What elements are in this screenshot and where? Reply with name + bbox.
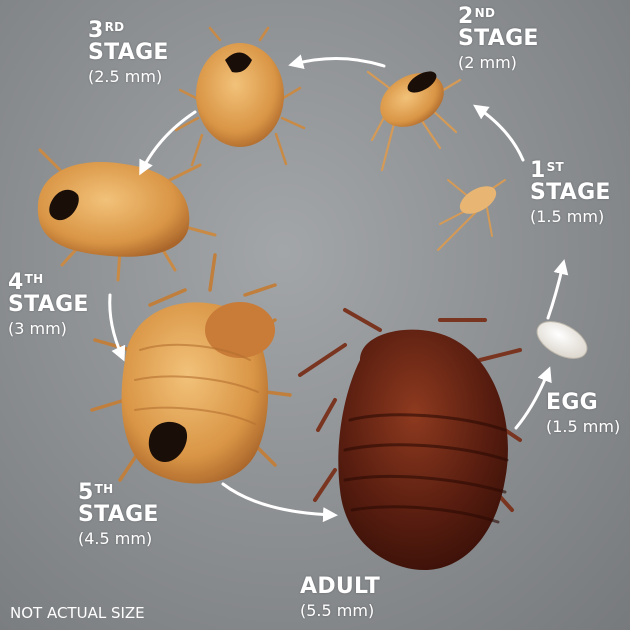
arrow-second-to-third	[294, 58, 384, 66]
fifth-stage-nymph	[92, 255, 290, 484]
adult-bedbug	[300, 310, 520, 570]
arrow-first-to-second	[478, 108, 523, 160]
label-fourth-stage: 4TH STAGE (3 mm)	[8, 272, 89, 337]
fourth-stage-nymph	[38, 150, 215, 280]
third-stage-nymph	[176, 28, 304, 165]
second-stage-nymph	[368, 62, 460, 170]
arrow-third-to-fourth	[142, 112, 195, 170]
scale-note: NOT ACTUAL SIZE	[10, 604, 145, 622]
label-second-stage: 2ND STAGE (2 mm)	[458, 6, 539, 71]
label-first-stage: 1ST STAGE (1.5 mm)	[530, 160, 611, 225]
arrow-adult-to-egg	[516, 372, 548, 428]
label-fifth-stage: 5TH STAGE (4.5 mm)	[78, 482, 159, 547]
egg-illustration	[531, 314, 593, 366]
label-adult: ADULT (5.5 mm)	[300, 576, 380, 619]
label-egg: EGG (1.5 mm)	[546, 392, 620, 435]
arrow-egg-to-first	[548, 265, 563, 318]
first-stage-nymph	[438, 180, 505, 250]
label-third-stage: 3RD STAGE (2.5 mm)	[88, 20, 169, 85]
